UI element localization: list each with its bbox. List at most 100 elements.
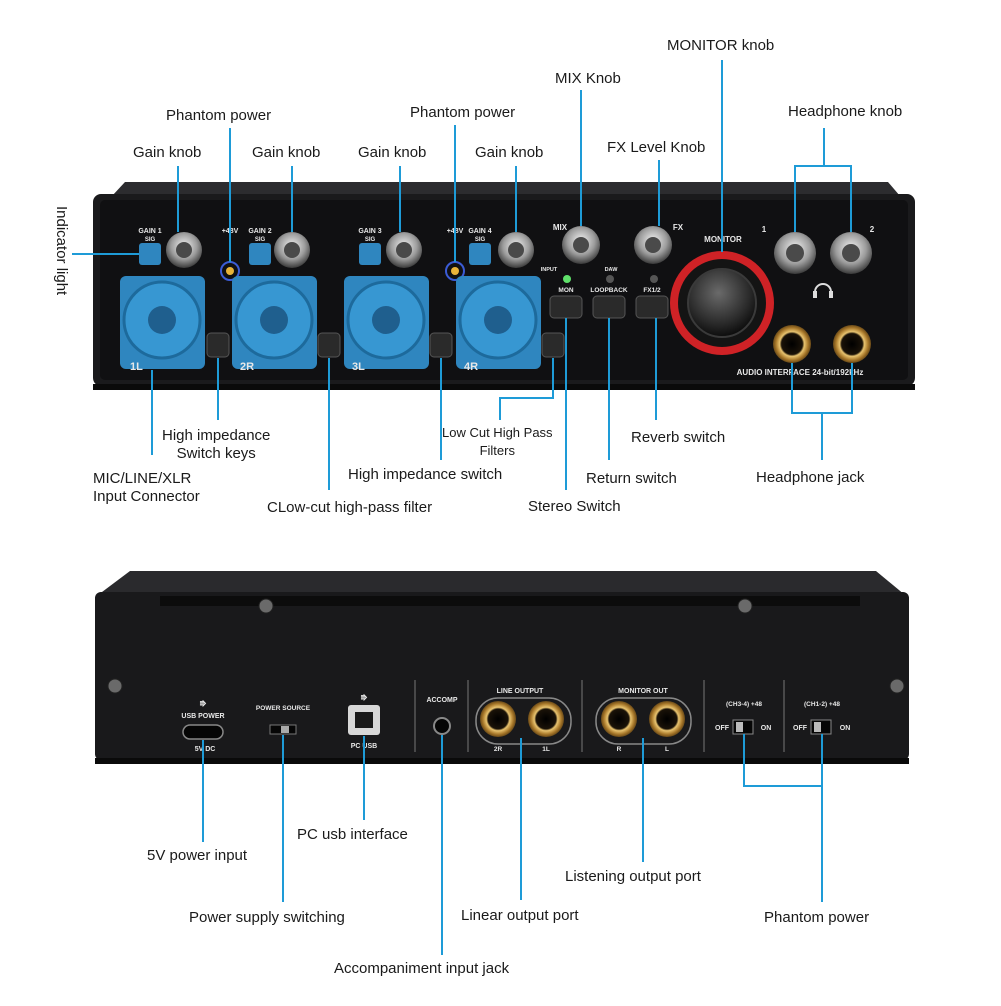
callout-gain-knob-1: Gain knob xyxy=(133,144,202,161)
callout-high-impedance-keys: High impedance Switch keys xyxy=(162,427,271,462)
power-source-switch-thumb xyxy=(281,726,289,733)
callout-headphone-knob: Headphone knob xyxy=(788,103,903,120)
line-output-channel: 2R xyxy=(494,746,503,753)
loopback-button-label: LOOPBACK xyxy=(590,287,628,294)
monitor-out-jack-l[interactable] xyxy=(649,701,685,737)
front-chassis-bottom xyxy=(93,384,915,390)
daw-word: DAW xyxy=(605,267,619,273)
line-output-jack-1l[interactable] xyxy=(528,701,564,737)
screw-icon xyxy=(107,678,123,694)
high-impedance-switch-key[interactable] xyxy=(206,332,230,358)
gain-knob-cap xyxy=(284,242,300,258)
high-impedance-switch-key[interactable] xyxy=(429,332,453,358)
mon-stereo-button[interactable] xyxy=(549,295,583,319)
monitor-knob[interactable] xyxy=(687,268,757,338)
channel-label: GAIN 2 xyxy=(248,228,271,235)
loopback-led xyxy=(606,275,614,283)
callout-gain-knob-2: Gain knob xyxy=(252,144,321,161)
sig-label: SIG xyxy=(475,237,486,243)
line-output-jack-2r[interactable] xyxy=(480,701,516,737)
usb-icon: ⭆ xyxy=(200,699,207,708)
rear-chassis-top xyxy=(98,571,905,595)
monitor-out-channel: L xyxy=(665,746,669,753)
callout-power-supply-switching: Power supply switching xyxy=(189,909,345,926)
callout-pc-usb-interface: PC usb interface xyxy=(297,826,408,843)
phantom-power-led xyxy=(451,267,459,275)
callout-fx-level-knob: FX Level Knob xyxy=(607,139,706,156)
channel-1: GAIN 1 SIG 1L xyxy=(120,228,230,373)
headphones-icon xyxy=(813,283,833,298)
accomp-label: ACCOMP xyxy=(426,697,457,704)
channel-3: GAIN 3 SIG 3L xyxy=(344,228,453,373)
headphone-jack-2[interactable] xyxy=(833,325,871,363)
phantom-ch34-label: (CH3-4) +48 xyxy=(726,701,762,708)
xlr-jack-center xyxy=(148,306,176,334)
phantom-ch12-label: (CH1-2) +48 xyxy=(804,701,840,708)
callout-phantom-power-2: Phantom power xyxy=(410,104,516,121)
headphone-jack-1[interactable] xyxy=(773,325,811,363)
sig-indicator-light xyxy=(469,243,491,265)
line-output-label: LINE OUTPUT xyxy=(497,688,544,695)
callout-return-switch: Return switch xyxy=(586,470,677,487)
low-cut-switch-key[interactable] xyxy=(541,332,565,358)
power-source-label: POWER SOURCE xyxy=(256,705,311,712)
mix-knob-cap xyxy=(573,237,589,253)
gain-knob-cap xyxy=(508,242,524,258)
gain-knob-cap xyxy=(176,242,192,258)
xlr-jack-center xyxy=(260,306,288,334)
callout-phantom-power-rear: Phantom power xyxy=(764,909,870,926)
input-label: 3L xyxy=(352,361,365,373)
front-device: GAIN 1 SIG 1L GAIN 2 SIG +48V 2R xyxy=(93,182,915,390)
channel-2: GAIN 2 SIG +48V 2R xyxy=(220,228,341,373)
rear-chassis-body xyxy=(95,592,909,760)
branding-label: AUDIO INTERFACE 24-bit/192kHz xyxy=(737,368,864,377)
xlr-jack-center xyxy=(484,306,512,334)
leader-lines xyxy=(72,60,853,955)
usb-b-port-inner xyxy=(355,712,373,728)
headphone-2-label: 2 xyxy=(870,225,875,234)
headphone-2-knob-cap xyxy=(842,244,860,262)
sig-label: SIG xyxy=(145,237,156,243)
sig-label: SIG xyxy=(255,237,266,243)
rear-chassis-bottom xyxy=(95,758,909,764)
fx-led xyxy=(650,275,658,283)
callout-monitor-knob: MONITOR knob xyxy=(667,37,775,54)
callout-5v-power-input: 5V power input xyxy=(147,847,248,864)
usb-c-port[interactable] xyxy=(182,724,224,740)
headphone-1-label: 1 xyxy=(762,225,767,234)
low-cut-switch-key[interactable] xyxy=(317,332,341,358)
channel-label: GAIN 1 xyxy=(138,228,161,235)
callout-mix-knob: MIX Knob xyxy=(555,70,621,87)
xlr-jack-center xyxy=(372,306,400,334)
sig-indicator-light xyxy=(249,243,271,265)
gain-knob-cap xyxy=(396,242,412,258)
input-word: INPUT xyxy=(541,267,558,273)
phantom-ch12-switch-thumb xyxy=(814,722,821,732)
callout-accompaniment-input-jack: Accompaniment input jack xyxy=(334,960,510,977)
phantom-ch34-switch-thumb xyxy=(736,722,743,732)
callout-gain-knob-4: Gain knob xyxy=(475,144,544,161)
input-label: 1L xyxy=(130,361,143,373)
fx-label: FX xyxy=(673,223,684,232)
usb-power-spec: 5V DC xyxy=(195,746,216,753)
loopback-return-button[interactable] xyxy=(592,295,626,319)
phantom-power-led xyxy=(226,267,234,275)
mon-button-label: MON xyxy=(558,287,573,294)
callout-linear-output-port: Linear output port xyxy=(461,907,579,924)
monitor-label: MONITOR xyxy=(704,235,742,244)
callout-gain-knob-3: Gain knob xyxy=(358,144,427,161)
fx-level-knob-cap xyxy=(645,237,661,253)
mix-label: MIX xyxy=(553,223,568,232)
accomp-jack[interactable] xyxy=(433,717,451,735)
monitor-out-jack-r[interactable] xyxy=(601,701,637,737)
fx-reverb-button[interactable] xyxy=(635,295,669,319)
callout-stereo-switch: Stereo Switch xyxy=(528,498,621,515)
leader-low-cut-filters xyxy=(499,358,554,420)
callout-high-impedance-switch: High impedance switch xyxy=(348,466,503,483)
leader-phantom-rear xyxy=(743,734,823,787)
input-label: 4R xyxy=(464,361,478,373)
callout-low-cut-filters: Low Cut High Pass Filters xyxy=(442,425,553,458)
monitor-out-label: MONITOR OUT xyxy=(618,688,668,695)
channel-label: GAIN 3 xyxy=(358,228,381,235)
